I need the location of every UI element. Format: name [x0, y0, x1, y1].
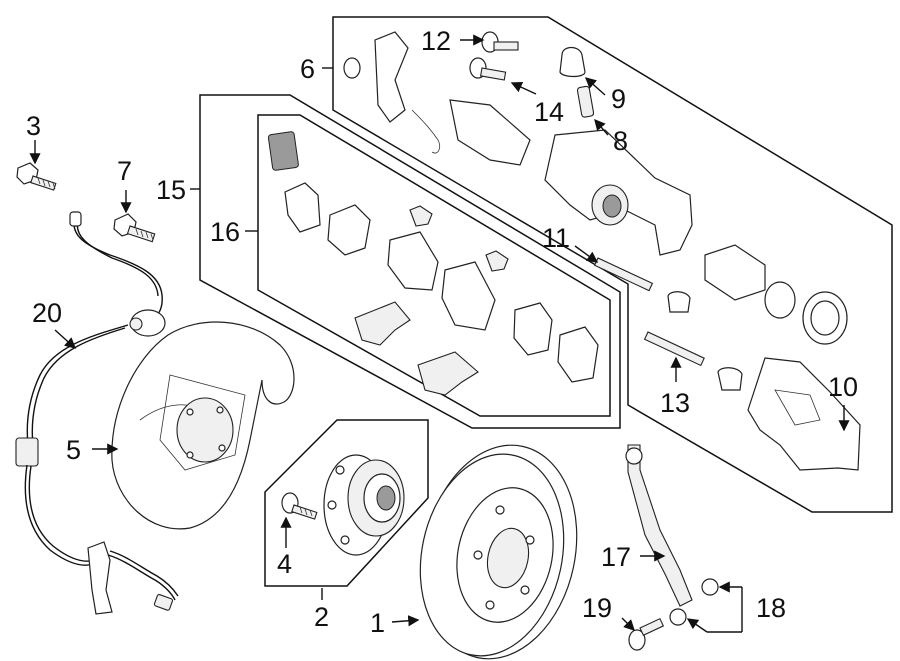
caliper-kit-outline: [332, 16, 893, 513]
callout-7: 7: [117, 156, 132, 186]
callout-11: 11: [542, 223, 570, 253]
banjo-bolt-part-19: [628, 617, 665, 651]
bleeder-cap-part-9: [559, 46, 586, 78]
callout-16: 16: [210, 217, 240, 247]
callout-10: 10: [828, 372, 858, 402]
bleeder-screw-part-8: [576, 85, 595, 118]
callout-15: 15: [156, 175, 186, 205]
callout-18: 18: [756, 593, 786, 623]
caliper-bolt-part-12: [481, 31, 519, 53]
brake-rotor-part-1: [419, 444, 578, 660]
piston-part: [704, 244, 848, 345]
callout-1: 1: [370, 608, 385, 638]
callout-13: 13: [660, 388, 690, 418]
callout-4: 4: [277, 549, 292, 579]
callout-17: 17: [601, 542, 631, 572]
callout-8: 8: [613, 126, 628, 156]
hub-kit-outline: [264, 419, 429, 587]
callout-6: 6: [300, 54, 315, 84]
callout-9: 9: [611, 84, 626, 114]
hub-bolt-part-4: [281, 492, 318, 520]
pad-set-outline: [257, 114, 611, 417]
pad-kit-outline: [199, 94, 621, 429]
callout-3: 3: [26, 111, 41, 141]
callout-5: 5: [66, 435, 81, 465]
caliper-bracket-part-6: [343, 31, 531, 166]
caliper-bolt-part-14: [469, 57, 507, 81]
bolt-part-3: [16, 162, 57, 191]
washer-part-18: [669, 578, 719, 626]
leader-lines: [29, 34, 850, 633]
caliper-support-part-10: [747, 357, 861, 471]
abs-sensor-part-20: [15, 211, 179, 615]
dust-shield-part-5: [111, 321, 295, 530]
caliper-housing: [544, 129, 693, 256]
callout-20: 20: [32, 298, 62, 328]
callout-12: 12: [421, 26, 451, 56]
callout-14: 14: [534, 97, 564, 127]
wheel-hub-part-2: [323, 454, 405, 556]
guide-pin-part-13: [643, 331, 743, 391]
pad-kit-part-15: [267, 131, 599, 396]
bolt-part-7: [113, 213, 156, 243]
callout-19: 19: [582, 593, 612, 623]
brake-hose-part-17: [625, 444, 693, 607]
callout-2: 2: [314, 602, 329, 632]
